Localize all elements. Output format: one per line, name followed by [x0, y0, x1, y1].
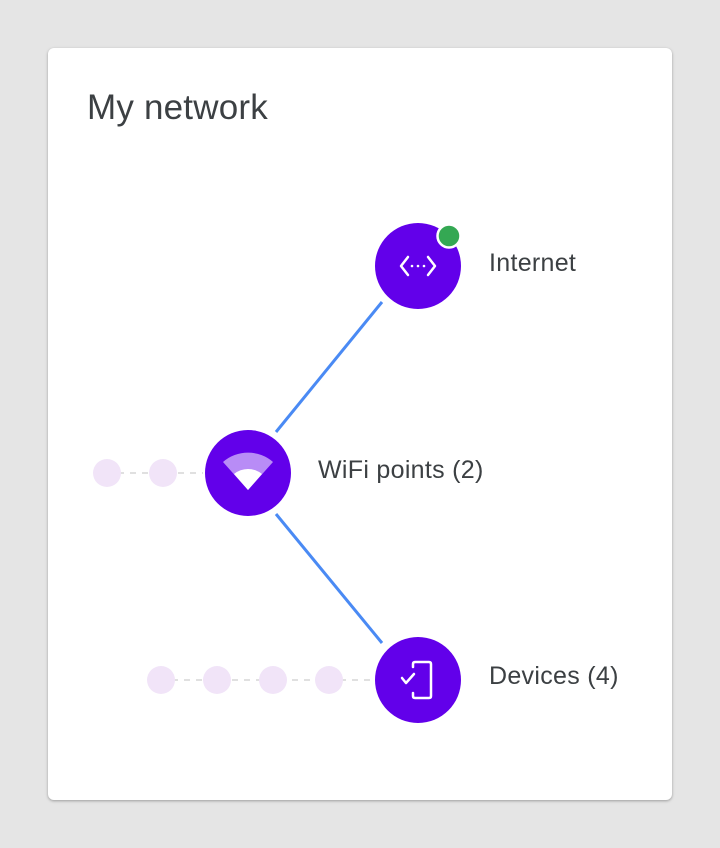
status-dot-icon: [436, 223, 462, 249]
wifi-icon: [223, 452, 273, 490]
wifi-placeholder-dot: [93, 459, 121, 487]
device-placeholder-dot: [315, 666, 343, 694]
link-wifi-internet: [274, 301, 384, 433]
devices-label[interactable]: Devices (4): [489, 662, 619, 690]
card-title: My network: [87, 88, 268, 127]
network-card: My network: [48, 48, 672, 800]
device-placeholder-dot: [259, 666, 287, 694]
wifi-placeholder-dot: [149, 459, 177, 487]
network-diagram: [93, 223, 462, 723]
internet-label[interactable]: Internet: [489, 249, 577, 277]
device-placeholder-dot: [147, 666, 175, 694]
code-arrows-icon: [399, 255, 437, 277]
devices-node[interactable]: [375, 637, 461, 723]
wifi-points-node[interactable]: [205, 430, 291, 516]
phone-check-icon: [400, 660, 433, 700]
link-wifi-devices: [274, 513, 384, 644]
device-placeholder-dot: [203, 666, 231, 694]
wifi-points-label[interactable]: WiFi points (2): [318, 456, 484, 484]
internet-node[interactable]: [375, 223, 462, 309]
